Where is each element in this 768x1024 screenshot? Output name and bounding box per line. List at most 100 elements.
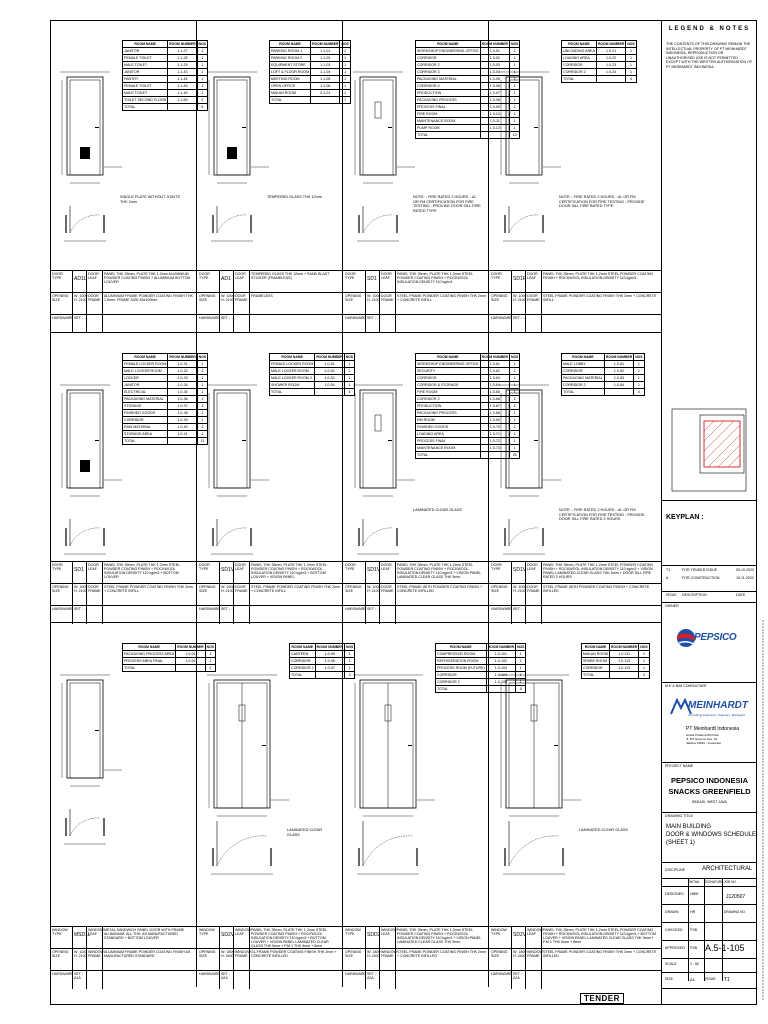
door-leaf-outline [216,392,248,489]
spec-category: WINDOW FRAME [88,950,104,958]
door-elevation-drawing [499,674,581,875]
room-number: 1.1-59 [167,96,198,104]
room-name: TOTAL [435,685,487,693]
room-name: FEMALE TOILET [121,82,169,90]
checked-initial: FSB [690,928,697,932]
spec-value: W: 1000 H: 2100 [513,294,527,302]
spec-label: OPENING SIZE [345,585,362,593]
door-leaf-outline [69,682,101,779]
spec-description: PANEL THK 35mm, PLATE THK 1.2mm STEEL PO… [104,563,180,579]
spec-label: HARDWARE [52,972,73,976]
door-note: LAMINATED CLEAR GLASS [287,828,323,837]
vision-panel [384,704,392,722]
spec-label: WINDOW TYPE [491,928,507,936]
room-name: UNLOADING AREA [561,47,597,55]
spec-label: OPENING SIZE [491,585,508,593]
spec-category: DOOR FRAME [381,294,394,302]
door-elevation-drawing [353,71,415,242]
room-number: 1.0-112 [608,657,640,665]
spec-description: STEEL FRAME POWDER COATING FINISH THK 2m… [104,585,193,593]
room-qty: 1 [638,650,650,658]
room-number [608,671,640,679]
spec-description: PANEL THK 35mm, PLATE THK 1.2mm ALUMINIU… [104,272,191,284]
title-block: LEGEND & NOTES THE CONTENTS OF THIS DRAW… [662,20,757,1005]
room-name: PACKAGING MATERIAL [121,395,169,403]
room-name: JANITOR [121,381,169,389]
door-elevation-drawing [207,384,269,555]
spec-description: GL FRAME POWDER COATING FINISH THK 2mm +… [251,950,337,958]
room-qty: 12 [508,131,521,139]
spec-label: DOOR TYPE [345,272,356,280]
room-qty: 25 [508,451,521,459]
rev-1-desc: FOR TENDER ISSUE [682,568,718,572]
room-name: CORRIDOR 4 [415,82,481,90]
spec-category: WINDOW LEAF [527,928,543,936]
room-name: MALE LOCKER ROOM 2 [268,374,316,382]
plan-swing-arc [362,527,394,547]
consultant-address-2: Jl. MT Haryono Kav. 15 [686,736,718,741]
room-qty: 1 [633,367,645,375]
room-name: CORRIDOR [581,664,610,672]
room-name: PRODUCTION [415,89,481,97]
spec-value: AD1L [74,276,87,282]
room-qty: 1 [638,657,650,665]
spec-category: DOOR LEAF [88,563,99,571]
margin-file-path [760,620,766,1000]
spec-label: OPENING SIZE [52,585,69,593]
spec-value: W: 1100 H: 2100 [74,950,88,958]
room-name: CORRIDOR [121,416,169,424]
spec-label: DOOR TYPE [52,563,63,571]
door-note: NOTE: - FIRE RATED 2 HOURS - UL OR FM CE… [559,508,645,521]
door-leaf-outline [508,392,540,489]
drawing-title-label: DRAWING TITLE [665,814,693,818]
room-name: MALE LOCKER ROOM [121,367,169,375]
spec-value: W: 1000 H: 2100 [367,585,381,593]
spec-label: OPENING SIZE [199,950,216,958]
spec-category: DOOR FRAME [235,585,248,593]
pepsico-logo: PEPSICO [676,618,746,658]
rev-header-issue: ISSUE [666,593,677,597]
spec-label: HARDWARE [345,607,366,611]
spec-value: SD1 [74,567,84,573]
room-name: CORRIDOR [289,657,316,665]
room-name: TOTAL [415,131,481,139]
spec-category: DOOR LEAF [381,563,392,571]
room-number: 1.0-21 [595,47,627,55]
room-number [167,103,198,111]
consultant-address-1: Graha Pratama 8th Floor [686,733,720,737]
plan-swing-arc [216,835,268,867]
room-number: 1.0-97 [314,664,345,672]
door-frame-outline [213,389,251,489]
spec-value: SET : .. [367,316,379,320]
door-leaf-outline [69,392,101,489]
spec-category: DOOR FRAME [381,585,394,593]
plan-swing-arc [362,835,414,867]
spec-value: W: 1800 H: 2400 [513,950,527,958]
room-number [314,388,345,396]
spec-label: HARDWARE [52,316,73,320]
consultant-tagline: Consulting Engineers, Planners, Managers [688,713,746,717]
room-number-header: ROOM NUMBER [595,40,627,48]
room-name: TOTAL [268,96,312,104]
room-number [314,671,345,679]
